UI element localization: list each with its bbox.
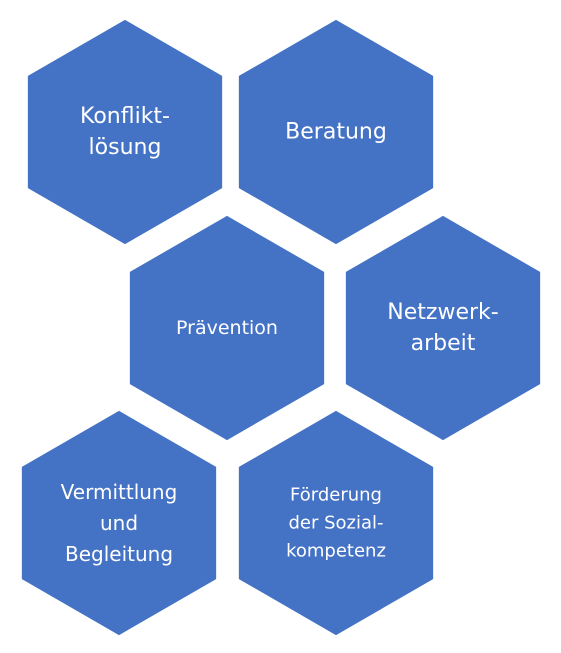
hexagon-shape xyxy=(20,409,218,637)
hexagon-label: Vermittlung xyxy=(61,480,178,504)
hexagon-label: und xyxy=(100,511,138,535)
hexagon-shape xyxy=(237,18,435,246)
hexagon-label: Prävention xyxy=(176,317,278,339)
hexagon-shape xyxy=(344,214,542,442)
hexagon-label: Begleitung xyxy=(65,542,173,566)
hexagon-konfliktloesung: Konflikt-lösung xyxy=(26,18,224,246)
hexagon-label: kompetenz xyxy=(286,541,386,562)
hexagon-beratung: Beratung xyxy=(237,18,435,246)
hexagon-label: lösung xyxy=(89,135,162,160)
hexagon-label: Beratung xyxy=(285,120,387,145)
hexagon-praevention: Prävention xyxy=(128,214,326,442)
hexagon-netzwerkarbeit: Netzwerk-arbeit xyxy=(344,214,542,442)
hexagon-shape xyxy=(128,214,326,442)
hexagon-label: arbeit xyxy=(411,331,476,356)
hexagon-label: der Sozial- xyxy=(288,513,383,534)
hexagon-label: Netzwerk- xyxy=(387,300,498,325)
hexagon-label: Förderung xyxy=(290,485,382,506)
hexagon-foerderung: Förderung der Sozial-kompetenz xyxy=(237,409,435,637)
hexagon-shape xyxy=(237,409,435,637)
hexagon-shape xyxy=(26,18,224,246)
hexagon-label: Konflikt- xyxy=(80,104,170,129)
